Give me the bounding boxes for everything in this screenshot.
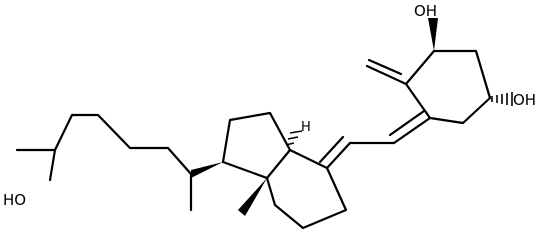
bond-skeleton	[15, 18, 513, 230]
atom-labels: OH OH HO H	[3, 2, 536, 209]
d-ring	[221, 111, 292, 180]
label-ho-left: HO	[3, 191, 26, 209]
a-ring	[404, 49, 492, 125]
diene-double-b	[388, 109, 426, 137]
diene-double-a	[392, 116, 432, 145]
wedge-side-chain	[191, 162, 223, 178]
hatch-right-oh	[491, 92, 513, 106]
label-h: H	[301, 120, 311, 135]
wedge-top-oh	[428, 18, 438, 51]
wedge-angular-methyl	[238, 178, 267, 216]
side-chain	[48, 113, 193, 182]
label-oh-top: OH	[414, 2, 437, 20]
exo-methylene-1	[365, 64, 408, 86]
label-oh-right: OH	[513, 91, 536, 109]
diene-double-c	[325, 141, 352, 170]
diene-double-d	[318, 135, 345, 164]
exo-methylene-2	[367, 58, 403, 76]
hatch-ring-junction-h	[285, 130, 303, 146]
